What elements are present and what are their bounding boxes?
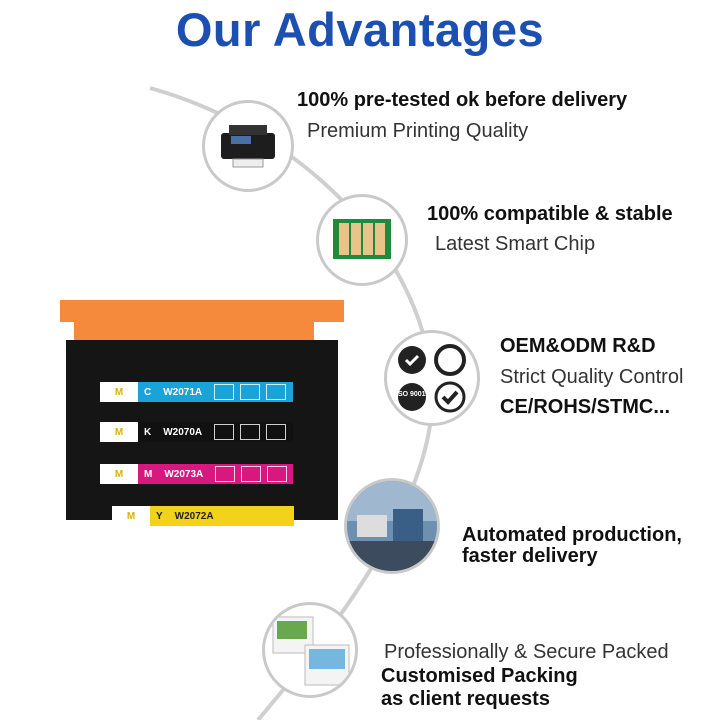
cartridge-code: W2073A	[164, 468, 204, 480]
advantage-5-extra: as client requests	[381, 688, 550, 710]
advantage-4-subline: faster delivery	[462, 545, 598, 567]
advantage-1-headline: 100% pre-tested ok before delivery	[297, 89, 628, 111]
advantage-3-headline: OEM&ODM R&D	[500, 335, 656, 357]
chip-icon	[333, 219, 391, 259]
cartridge-label-cyan: M C W2071A	[100, 382, 293, 402]
cartridge-code: W2070A	[163, 426, 203, 438]
advantage-2-subline: Latest Smart Chip	[435, 233, 596, 255]
certification-circle: ISO 9001	[384, 330, 480, 426]
factory-icon	[347, 481, 437, 571]
cartridge-label-yellow: M Y W2072A	[112, 506, 294, 526]
cartridge-code: W2072A	[174, 510, 214, 522]
brand-logo: M	[100, 464, 138, 484]
iso-badge-label: ISO 9001	[396, 391, 426, 398]
advantage-5-headline: Professionally & Secure Packed	[384, 641, 669, 663]
cartridge-label-magenta: M M W2073A	[100, 464, 293, 484]
packing-circle	[262, 602, 358, 698]
printer-circle	[202, 100, 294, 192]
brand-logo: M	[112, 506, 150, 526]
brand-logo: M	[100, 422, 138, 442]
advantage-3-extra: CE/ROHS/STMC...	[500, 396, 671, 418]
advantage-2-headline: 100% compatible & stable	[427, 203, 673, 225]
cartridge-label-black: M K W2070A	[100, 422, 293, 442]
printer-icon	[221, 125, 275, 168]
chip-circle	[316, 194, 408, 286]
toner-cartridge-set: M C W2071A M K W2070A M M W2073A M Y W20…	[60, 300, 350, 532]
page-title: Our Advantages	[175, 3, 545, 56]
certification-badges-icon	[398, 344, 466, 413]
brand-logo: M	[100, 382, 138, 402]
advantage-4-headline: Automated production,	[462, 524, 682, 546]
packing-box-icon	[272, 616, 350, 686]
advantage-3-subline: Strict Quality Control	[500, 366, 684, 388]
cartridge-code: W2071A	[163, 386, 203, 398]
advantage-1-subline: Premium Printing Quality	[307, 120, 529, 142]
factory-circle	[344, 478, 440, 574]
advantage-5-subline: Customised Packing	[381, 665, 578, 687]
